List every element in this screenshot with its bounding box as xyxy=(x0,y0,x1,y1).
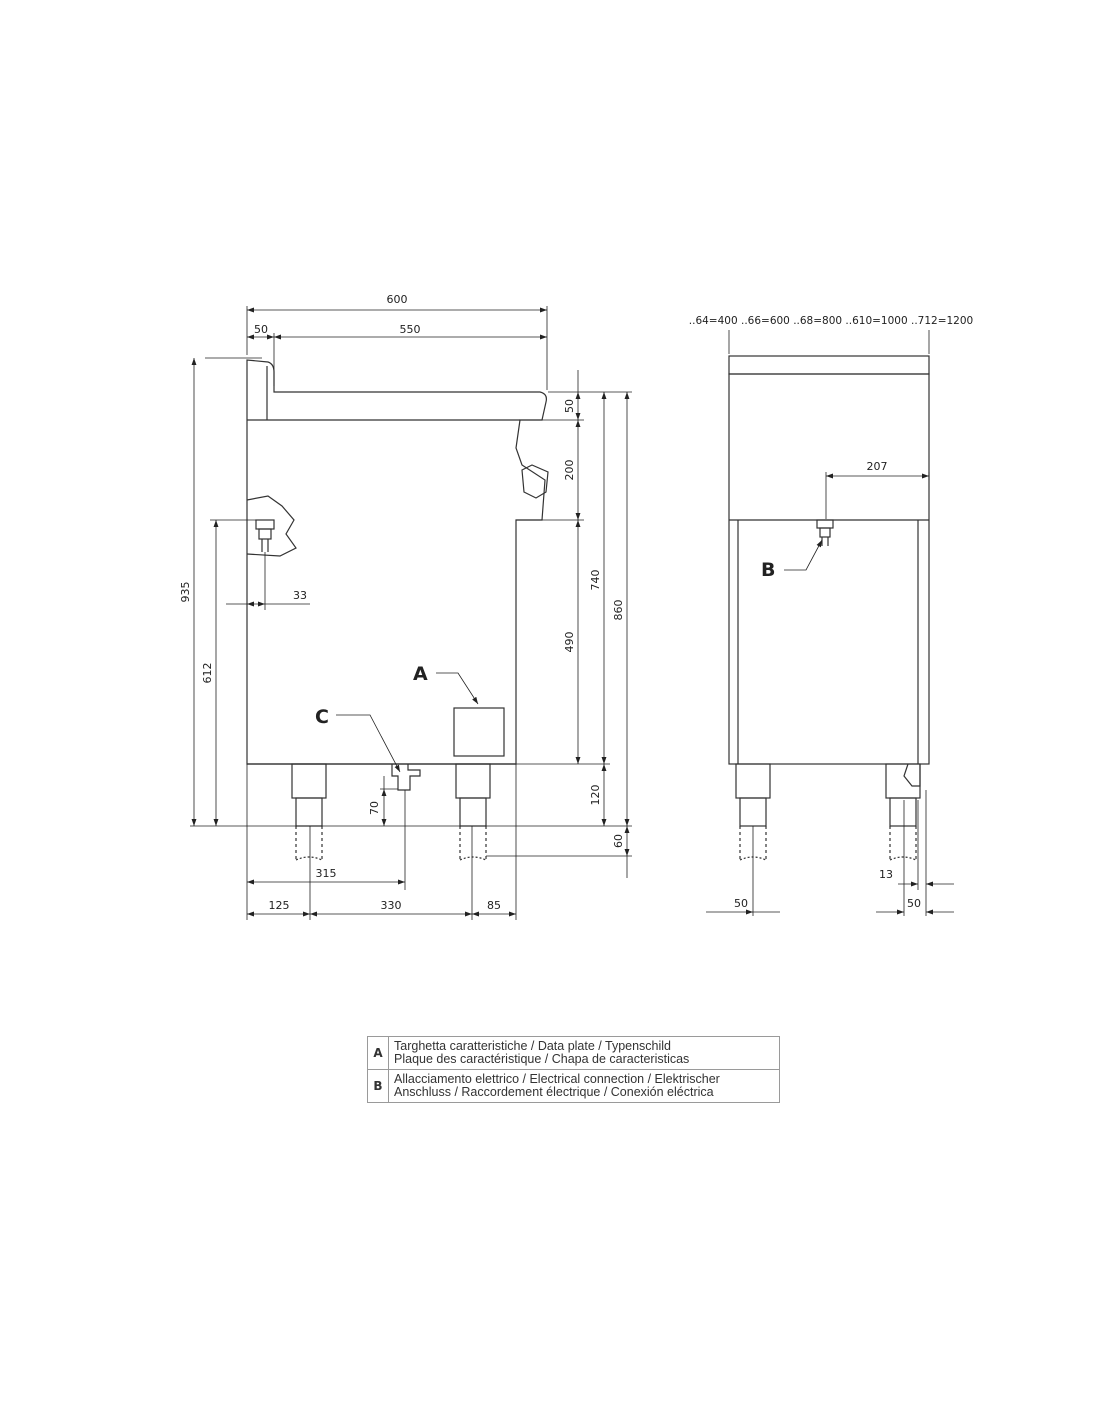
legend-line: Targhetta caratteristiche / Data plate /… xyxy=(394,1039,672,1053)
legend-line: Anschluss / Raccordement électrique / Co… xyxy=(394,1085,714,1099)
legend-key: B xyxy=(367,1069,389,1103)
side-leg-left xyxy=(291,763,327,861)
legend-key: A xyxy=(367,1036,389,1070)
side-knob xyxy=(521,464,549,499)
dim-33: 33 xyxy=(293,589,307,602)
dim-600: 600 xyxy=(387,293,408,306)
dim-612: 612 xyxy=(201,663,214,684)
callout-c-leader xyxy=(336,714,401,773)
dim-70: 70 xyxy=(368,801,381,815)
front-top xyxy=(728,355,930,375)
front-body xyxy=(728,373,930,765)
dim-550: 550 xyxy=(400,323,421,336)
side-breakout xyxy=(246,495,297,557)
dim-935: 935 xyxy=(179,582,192,603)
side-view xyxy=(246,359,549,861)
front-dimension-labels: ..64=400 ..66=600 ..68=800 ..610=1000 ..… xyxy=(689,315,973,910)
dim-60: 60 xyxy=(612,834,625,848)
data-plate xyxy=(453,707,505,757)
dim-315: 315 xyxy=(316,867,337,880)
front-view xyxy=(728,355,930,861)
dim-330: 330 xyxy=(381,899,402,912)
dim-125: 125 xyxy=(269,899,290,912)
callout-c: C xyxy=(315,706,329,728)
dim-207: 207 xyxy=(867,460,888,473)
side-leg-right xyxy=(455,763,491,861)
side-body-outline xyxy=(246,359,547,765)
drain-tap xyxy=(391,764,421,791)
width-options: ..64=400 ..66=600 ..68=800 ..610=1000 ..… xyxy=(689,315,973,327)
legend-row: B Allacciamento elettrico / Electrical c… xyxy=(367,1069,780,1103)
side-cable-gland xyxy=(255,519,275,552)
dim-50-top: 50 xyxy=(563,399,576,413)
legend-description: Allacciamento elettrico / Electrical con… xyxy=(388,1069,780,1103)
dim-50-left: 50 xyxy=(734,897,748,910)
legend-row: A Targhetta caratteristiche / Data plate… xyxy=(367,1036,780,1070)
side-dimension-labels: 600 50 550 50 200 490 740 120 860 60 935… xyxy=(179,293,625,912)
front-dimension-lines xyxy=(706,330,954,916)
dim-490: 490 xyxy=(563,632,576,653)
legend-line: Plaque des caractéristique / Chapa de ca… xyxy=(394,1052,690,1066)
front-drain-tap xyxy=(903,763,921,787)
dim-120: 120 xyxy=(589,785,602,806)
callout-a: A xyxy=(413,663,428,685)
legend-line: Allacciamento elettrico / Electrical con… xyxy=(394,1072,720,1086)
dim-85: 85 xyxy=(487,899,501,912)
callout-a-leader xyxy=(436,672,479,705)
dim-50-right: 50 xyxy=(907,897,921,910)
dim-50-upstand: 50 xyxy=(254,323,268,336)
legend-description: Targhetta caratteristiche / Data plate /… xyxy=(388,1036,780,1070)
front-cable-gland xyxy=(816,519,834,546)
dim-200: 200 xyxy=(563,460,576,481)
dim-740: 740 xyxy=(589,570,602,591)
dim-860: 860 xyxy=(612,600,625,621)
dim-13: 13 xyxy=(879,868,893,881)
legend-table: A Targhetta caratteristiche / Data plate… xyxy=(367,1036,780,1103)
side-dimension-lines xyxy=(190,306,632,920)
callout-b-leader xyxy=(784,539,823,571)
front-leg-right xyxy=(885,763,921,861)
callout-b: B xyxy=(761,559,775,581)
